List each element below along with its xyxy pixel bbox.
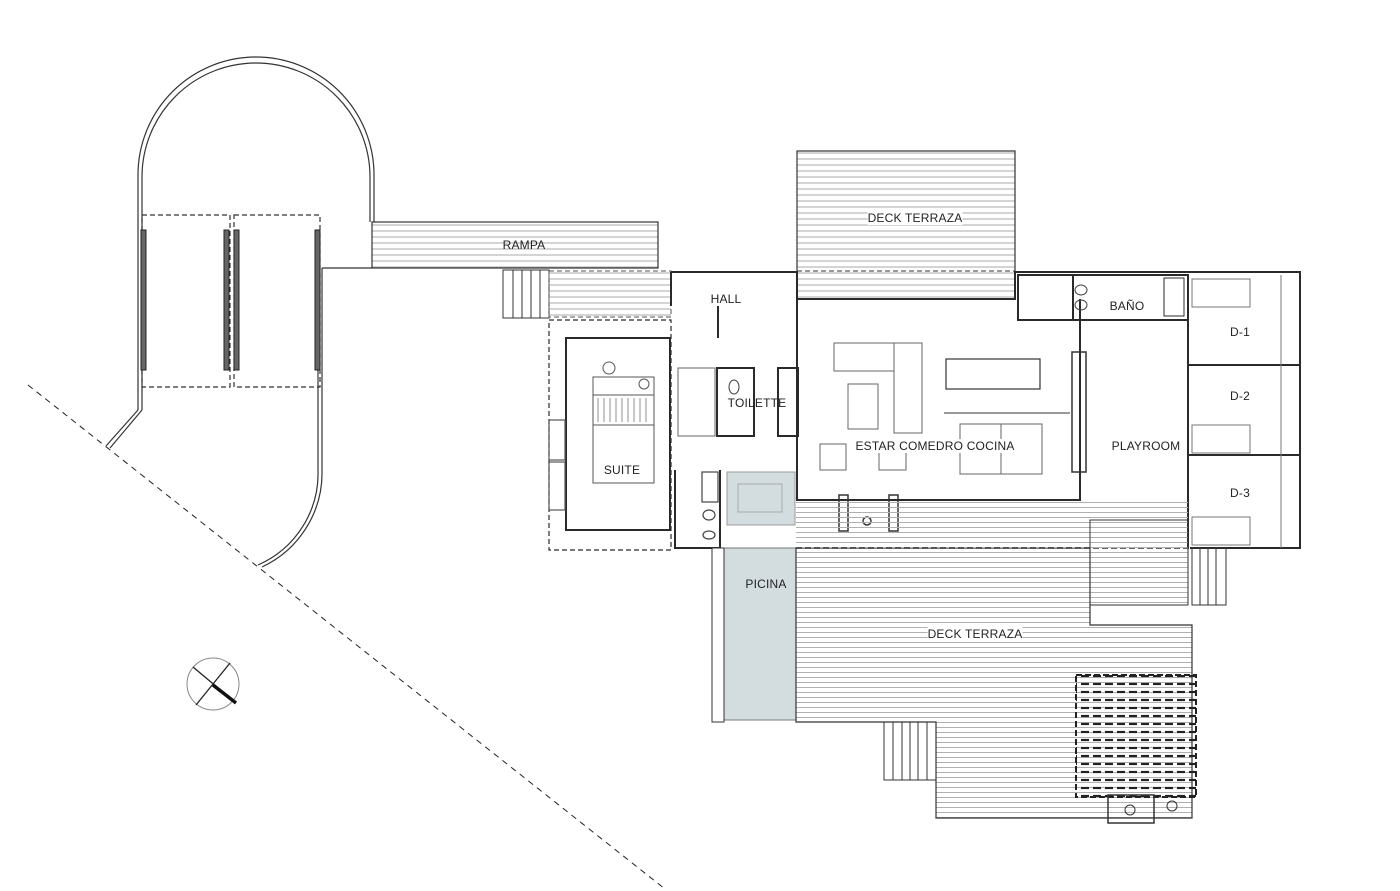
pool-top bbox=[726, 471, 796, 526]
north-arrow-icon bbox=[186, 657, 240, 711]
bano-walls bbox=[1017, 274, 1189, 321]
room-label-picina: PICINA bbox=[745, 577, 787, 591]
room-label-bano: BAÑO bbox=[1109, 299, 1145, 313]
pergola bbox=[1075, 674, 1197, 798]
room-label-toilette: TOILETTE bbox=[727, 396, 787, 410]
room-label-deck-south: DECK TERRAZA bbox=[927, 627, 1023, 641]
toilette-walls bbox=[677, 367, 799, 437]
room-label-estar: ESTAR COMEDRO COCINA bbox=[855, 439, 1015, 453]
room-label-playroom: PLAYROOM bbox=[1111, 439, 1181, 453]
entry-deck bbox=[548, 270, 672, 318]
living-furniture bbox=[819, 342, 923, 471]
bedroom-walls bbox=[1187, 275, 1300, 548]
ramp-area bbox=[371, 221, 659, 269]
pool bbox=[723, 547, 797, 721]
room-label-d2: D-2 bbox=[1230, 389, 1250, 403]
room-label-hall: HALL bbox=[710, 292, 742, 306]
room-label-rampa: RAMPA bbox=[502, 238, 546, 252]
entry-steps bbox=[502, 269, 550, 319]
room-label-deck-north: DECK TERRAZA bbox=[867, 211, 963, 225]
room-label-d1: D-1 bbox=[1230, 325, 1250, 339]
kitchen-island bbox=[945, 358, 1041, 390]
north-deck bbox=[796, 150, 1016, 300]
carport-columns bbox=[140, 229, 321, 371]
property-line bbox=[27, 384, 666, 890]
room-label-d3: D-3 bbox=[1230, 486, 1250, 500]
suite-bed bbox=[592, 361, 655, 484]
room-label-suite: SUITE bbox=[603, 463, 641, 477]
